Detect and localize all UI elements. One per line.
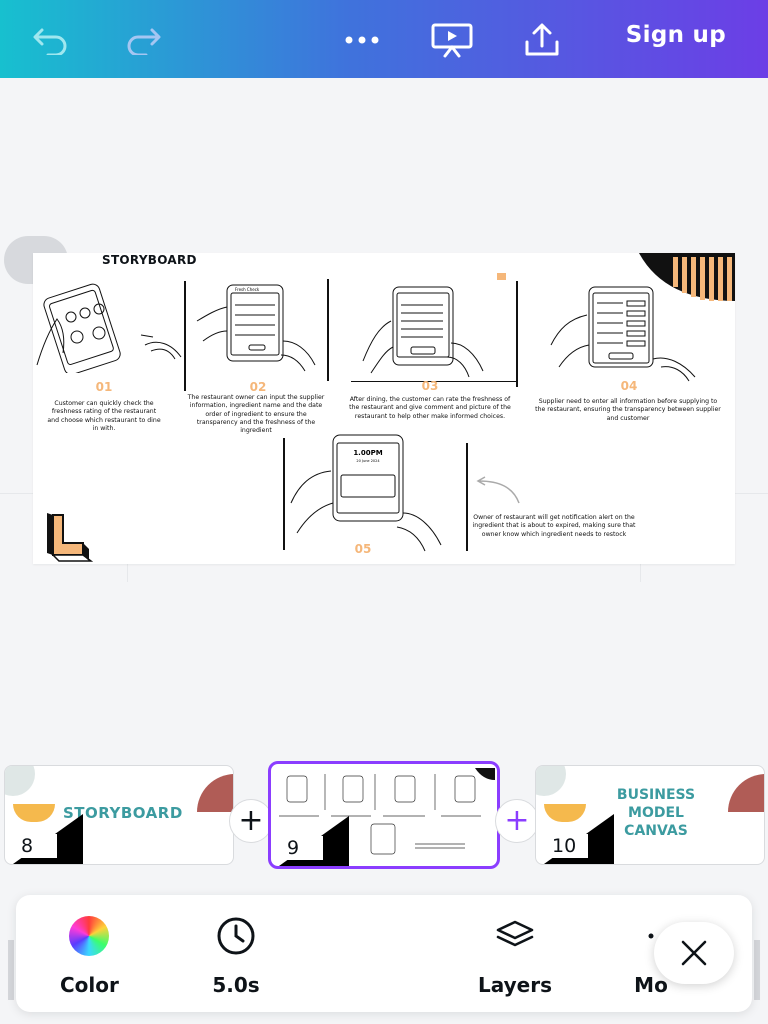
more-tool[interactable]: Mo [626,915,676,997]
toolbar-edge-shadow [754,940,760,1000]
step-number-04: 04 [620,379,638,393]
page-thumbnail-9[interactable]: 9 [268,761,500,869]
present-button[interactable] [430,18,474,62]
phone-time: 1.00PM [353,449,382,457]
plus-icon: + [504,803,530,838]
more-options-button[interactable] [340,18,384,62]
phone-sketch-5: 1.00PM 20 June 2024 [290,434,442,552]
thumb-page-number: 10 [536,814,616,864]
duration-tool[interactable]: 5.0s [211,915,261,997]
plus-icon: + [238,803,264,838]
thumb-decor-circle [5,766,35,796]
step-caption-03: After dining, the customer can rate the … [349,396,511,420]
step-number-03: 03 [421,379,439,393]
step-number-01: 01 [95,380,113,394]
thumb-decor-half [544,804,586,822]
color-tool[interactable]: Color [60,915,119,997]
page-thumbnail-8[interactable]: STORYBOARD 8 [4,765,234,865]
bottom-toolbar: Color 5.0s Layers Mo [16,895,752,1012]
panel-divider [327,279,329,381]
toolbar-edge-shadow [8,940,14,1000]
page-thumbnail-10[interactable]: BUSINESS MODEL CANVAS 10 [535,765,765,865]
thumb-storyboard-preview [279,768,495,855]
step-caption-01: Customer can quickly check the freshness… [47,400,161,432]
thumb-page-label: 8 [15,834,57,858]
panel-baseline [351,381,517,382]
layers-tool[interactable]: Layers [478,915,552,997]
add-page-button[interactable]: + [495,799,539,843]
canvas-guide [0,493,33,494]
arrow-icon [476,476,520,504]
phone-sketch-1 [36,283,182,373]
thumb-decor-quarter [197,774,233,812]
page-thumbnail-strip: STORYBOARD 8 + 9 + BUSINES [0,760,768,872]
color-wheel-icon [64,916,114,956]
duration-tool-label: 5.0s [212,973,260,997]
thumb-decor-half [13,804,55,822]
canvas-guide [640,564,641,582]
slide-title: STORYBOARD [102,253,197,267]
layers-tool-label: Layers [478,973,552,997]
more-tool-label: Mo [634,973,668,997]
panel-divider [283,438,285,550]
storyboard-slide[interactable]: STORYBOARD [33,253,735,564]
panel-divider [516,281,518,387]
thumb-page-number: 8 [5,814,85,864]
thumb-title-line: CANVAS [624,823,688,839]
redo-button[interactable] [122,18,166,62]
step-caption-02: The restaurant owner can input the suppl… [187,394,325,435]
thumb-decor-quarter [728,774,764,812]
share-button[interactable] [520,18,564,62]
panel-divider [184,281,186,391]
thumb-title-line: MODEL [628,805,684,821]
close-icon [681,940,707,966]
phone-sketch-2: Fresh Check [196,284,316,372]
panel-divider [466,443,468,551]
phone-app-name: Fresh Check [235,287,260,292]
more-icon [345,36,379,44]
more-dots-icon [648,933,654,939]
undo-button[interactable] [28,18,72,62]
present-icon [431,23,473,58]
step-number-02: 02 [249,380,267,394]
phone-sketch-3 [362,286,484,378]
canvas-guide [127,564,128,582]
thumb-title: BUSINESS MODEL CANVAS [596,786,716,840]
decorative-l-block [47,513,93,562]
add-page-button[interactable]: + [229,799,273,843]
share-icon [525,23,559,56]
thumb-decor-circle [536,766,566,796]
thumb-title: STORYBOARD [63,804,183,822]
thumb-page-label: 10 [546,834,588,858]
step-number-05: 05 [354,542,372,556]
sign-up-button[interactable]: Sign up [625,22,726,48]
clock-icon [217,917,255,955]
thumb-title-line: BUSINESS [616,787,696,803]
step-caption-05: Owner of restaurant will get notificatio… [472,514,636,538]
phone-sketch-4 [550,286,696,382]
decorative-square [497,273,506,280]
undo-icon [33,28,67,55]
thumb-page-label: 9 [281,836,323,860]
redo-icon [127,28,161,55]
decorative-striped-shape [639,253,735,301]
thumb-page-number: 9 [271,816,351,866]
canvas-guide [735,493,768,494]
step-caption-04: Supplier need to enter all information b… [535,398,721,422]
top-bar: Sign up [0,0,768,78]
color-tool-label: Color [60,973,119,997]
close-toolbar-button[interactable] [654,922,734,984]
phone-date: 20 June 2024 [356,459,380,463]
layers-icon [496,920,534,947]
